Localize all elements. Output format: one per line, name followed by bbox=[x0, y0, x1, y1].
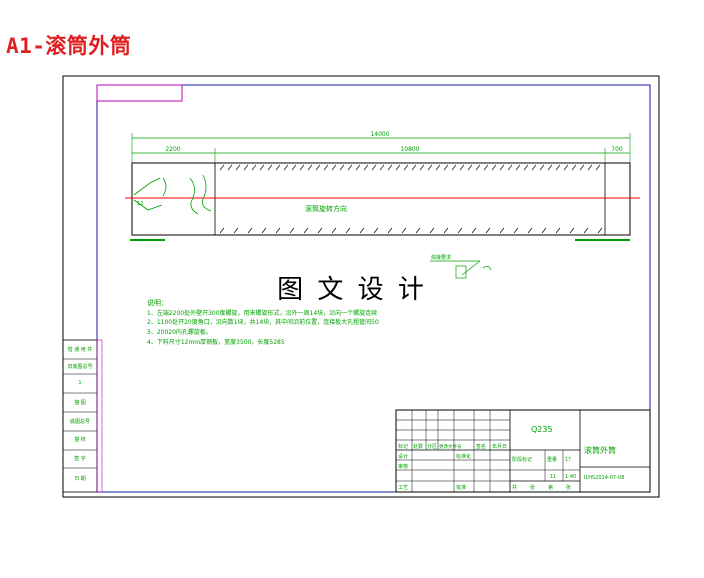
side-row-7: 签 字 bbox=[74, 455, 86, 462]
drum-outline bbox=[131, 162, 631, 236]
weld-note: 焊接要求 bbox=[431, 254, 451, 261]
title-block: 标记 处数 分区 更改文件号 签名 年月日 设计 审核 工艺 标准化 批准 Q2… bbox=[395, 409, 651, 493]
corner-box bbox=[96, 84, 183, 102]
note-line-2: 2、1100处开20度角口，沿向数1块，共14块，其中间沿前位置，连接板大孔粗管… bbox=[147, 318, 379, 326]
page-title: A1-滚筒外筒 bbox=[6, 34, 132, 58]
dim-right-label: 700 bbox=[611, 146, 623, 153]
side-row-3: 1 bbox=[78, 380, 81, 386]
tb-role-process: 工艺 bbox=[398, 485, 408, 491]
dim-thickness-label: 12 bbox=[137, 201, 143, 207]
center-title: 图 文 设 计 bbox=[277, 275, 427, 305]
tb-role-review: 审核 bbox=[398, 463, 408, 470]
tb-sheet-4: 张 bbox=[566, 484, 571, 491]
tb-count: 11 bbox=[550, 474, 556, 480]
tb-stage-label: 阶段标记 bbox=[512, 456, 532, 463]
notes-block: 说明： 1、左端2200处外壁开300度螺旋，用来螺旋形式，沿外一周14块，沿向… bbox=[147, 298, 379, 346]
note-line-1: 1、左端2200处外壁开300度螺旋，用来螺旋形式，沿外一周14块，沿向一个螺旋… bbox=[147, 309, 377, 317]
tb-hdr-1: 标记 bbox=[398, 443, 408, 450]
tb-sheet-2: 张 bbox=[530, 484, 535, 491]
tb-approve-label: 批准 bbox=[456, 484, 466, 491]
tb-std-label: 标准化 bbox=[456, 453, 471, 460]
side-row-8: 日 期 bbox=[74, 476, 86, 482]
top-blade-hatching bbox=[219, 164, 601, 171]
side-row-4: 描 图 bbox=[74, 399, 86, 406]
dim-middle-label: 10800 bbox=[400, 146, 419, 153]
side-row-5: 底图总号 bbox=[70, 418, 90, 425]
tb-part-name: 滚筒外筒 bbox=[584, 445, 616, 455]
tb-sheet-3: 第 bbox=[548, 484, 553, 491]
side-row-6: 描 校 bbox=[74, 436, 86, 443]
bottom-blade-hatching bbox=[219, 227, 603, 234]
outer-frame bbox=[62, 75, 660, 498]
tb-material: Q235 bbox=[531, 425, 553, 434]
tb-sheet-1: 共 bbox=[512, 484, 517, 491]
dim-left-label: 2200 bbox=[165, 146, 180, 153]
tb-hdr-6: 年月日 bbox=[492, 443, 507, 450]
flow-direction-label: 滚筒旋转方向 bbox=[305, 204, 347, 213]
drum-drawing: 14000 2200 10800 700 12 滚筒旋转方向 焊接要求 bbox=[125, 131, 640, 279]
inner-border bbox=[96, 84, 651, 493]
tb-weight: 1? bbox=[565, 457, 571, 463]
side-row-1: 借 通 用 件 bbox=[68, 346, 93, 353]
side-table: 借 通 用 件 旧底图总号 1 描 图 底图总号 描 校 签 字 日 期 bbox=[62, 339, 103, 493]
dim-total-label: 14000 bbox=[370, 131, 389, 138]
tb-scale: 1:40 bbox=[565, 474, 576, 480]
note-line-4: 4、下料尺寸12mm厚钢板，宽度3500，长度5285 bbox=[147, 338, 285, 346]
notes-title: 说明： bbox=[147, 298, 168, 307]
tb-hdr-3: 分区 bbox=[427, 443, 437, 450]
tb-drawing-number: ILHS2014-07-08 bbox=[584, 475, 624, 481]
tb-role-design: 设计 bbox=[398, 453, 408, 460]
tb-hdr-5: 签名 bbox=[476, 443, 486, 450]
note-line-3: 3、20020内孔螺旋板。 bbox=[147, 328, 212, 336]
tb-hdr-2: 处数 bbox=[413, 443, 423, 450]
tb-hdr-4: 更改文件号 bbox=[439, 443, 462, 450]
tb-weight-label: 重量 bbox=[547, 456, 557, 463]
side-row-2: 旧底图总号 bbox=[67, 363, 92, 370]
